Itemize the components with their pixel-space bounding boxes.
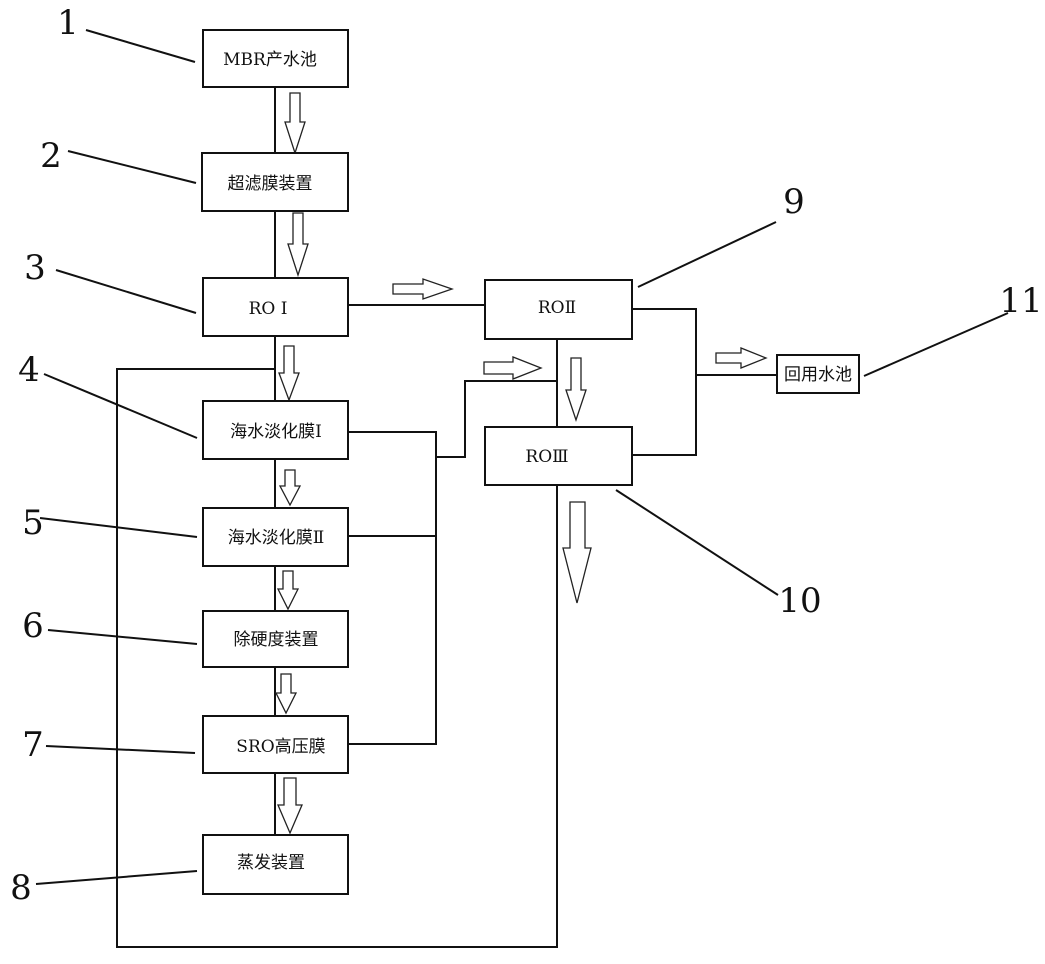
callout-numbers: 1 2 3 4 5 6 7 8 9 10 11 <box>10 3 1042 908</box>
leader-4 <box>43 373 198 439</box>
leader-10 <box>615 489 779 596</box>
callout-10: 10 <box>778 581 821 621</box>
callout-6: 6 <box>22 606 44 646</box>
label-mbr-tank: MBR产水池 <box>223 50 317 70</box>
callout-1: 1 <box>57 3 79 43</box>
line-return-loop <box>116 368 558 948</box>
label-sro-membrane: SRO高压膜 <box>236 737 325 757</box>
callout-4: 4 <box>18 350 40 390</box>
box-ro2 <box>484 279 633 340</box>
process-boxes <box>201 29 860 895</box>
leader-11 <box>863 312 1009 377</box>
box-ro3 <box>484 426 633 486</box>
line-collector-to-ro3 <box>436 380 557 458</box>
callout-2: 2 <box>40 136 62 176</box>
label-seawater-membrane-2: 海水淡化膜Ⅱ <box>228 528 325 548</box>
right-arrow-to-reuse <box>715 347 768 369</box>
down-arrow-4 <box>278 469 302 507</box>
label-evaporation: 蒸发装置 <box>237 853 305 873</box>
box-ro1 <box>202 277 349 337</box>
label-hardness-removal: 除硬度装置 <box>234 630 319 650</box>
box-hardness-removal <box>202 610 349 668</box>
line-ro2-ro3-to-header <box>632 308 697 456</box>
box-seawater-membrane-2 <box>202 507 349 567</box>
box-sro-membrane <box>202 715 349 774</box>
callout-9: 9 <box>783 182 805 222</box>
label-ro1: RO Ⅰ <box>249 299 288 319</box>
callout-7: 7 <box>22 725 44 765</box>
down-arrow-5 <box>276 570 300 611</box>
down-arrow-2 <box>287 212 309 278</box>
label-seawater-membrane-1: 海水淡化膜Ⅰ <box>230 422 322 442</box>
box-reuse-tank <box>776 354 860 394</box>
connector-lines <box>116 87 777 948</box>
down-arrow-3 <box>278 345 300 402</box>
flow-arrows <box>274 92 768 835</box>
leader-6 <box>47 629 198 645</box>
leader-8 <box>35 870 198 885</box>
box-ultrafiltration <box>201 152 349 212</box>
down-arrow-6 <box>274 673 298 715</box>
box-seawater-membrane-1 <box>202 400 349 460</box>
down-arrow-ro2-ro3 <box>565 357 587 423</box>
leader-3 <box>55 269 197 314</box>
callout-5: 5 <box>22 503 44 543</box>
box-labels: MBR产水池 超滤膜装置 RO Ⅰ 海水淡化膜Ⅰ 海水淡化膜Ⅱ 除硬度装置 SR… <box>223 50 852 873</box>
label-ro3: ROⅢ <box>525 447 568 467</box>
down-arrow-ro3-outlet <box>562 501 592 604</box>
box-evaporation <box>202 834 349 895</box>
down-arrow-7 <box>277 777 303 835</box>
callout-8: 8 <box>10 868 32 908</box>
label-ultrafiltration: 超滤膜装置 <box>228 174 313 194</box>
right-arrow-ro1-ro2 <box>392 278 454 300</box>
leader-2 <box>67 150 197 184</box>
leader-5 <box>39 517 198 538</box>
right-arrow-collector-ro3 <box>483 356 543 380</box>
leader-1 <box>85 29 196 63</box>
leader-9 <box>637 221 777 288</box>
callout-11: 11 <box>999 281 1042 321</box>
label-reuse-tank: 回用水池 <box>784 365 852 385</box>
callout-leaders <box>35 29 1009 885</box>
leader-7 <box>45 745 196 754</box>
down-arrow-1 <box>284 92 306 156</box>
label-ro2: ROⅡ <box>538 298 576 318</box>
box-mbr-tank <box>202 29 349 88</box>
callout-3: 3 <box>24 248 46 288</box>
line-concentrate-collector <box>348 431 437 745</box>
